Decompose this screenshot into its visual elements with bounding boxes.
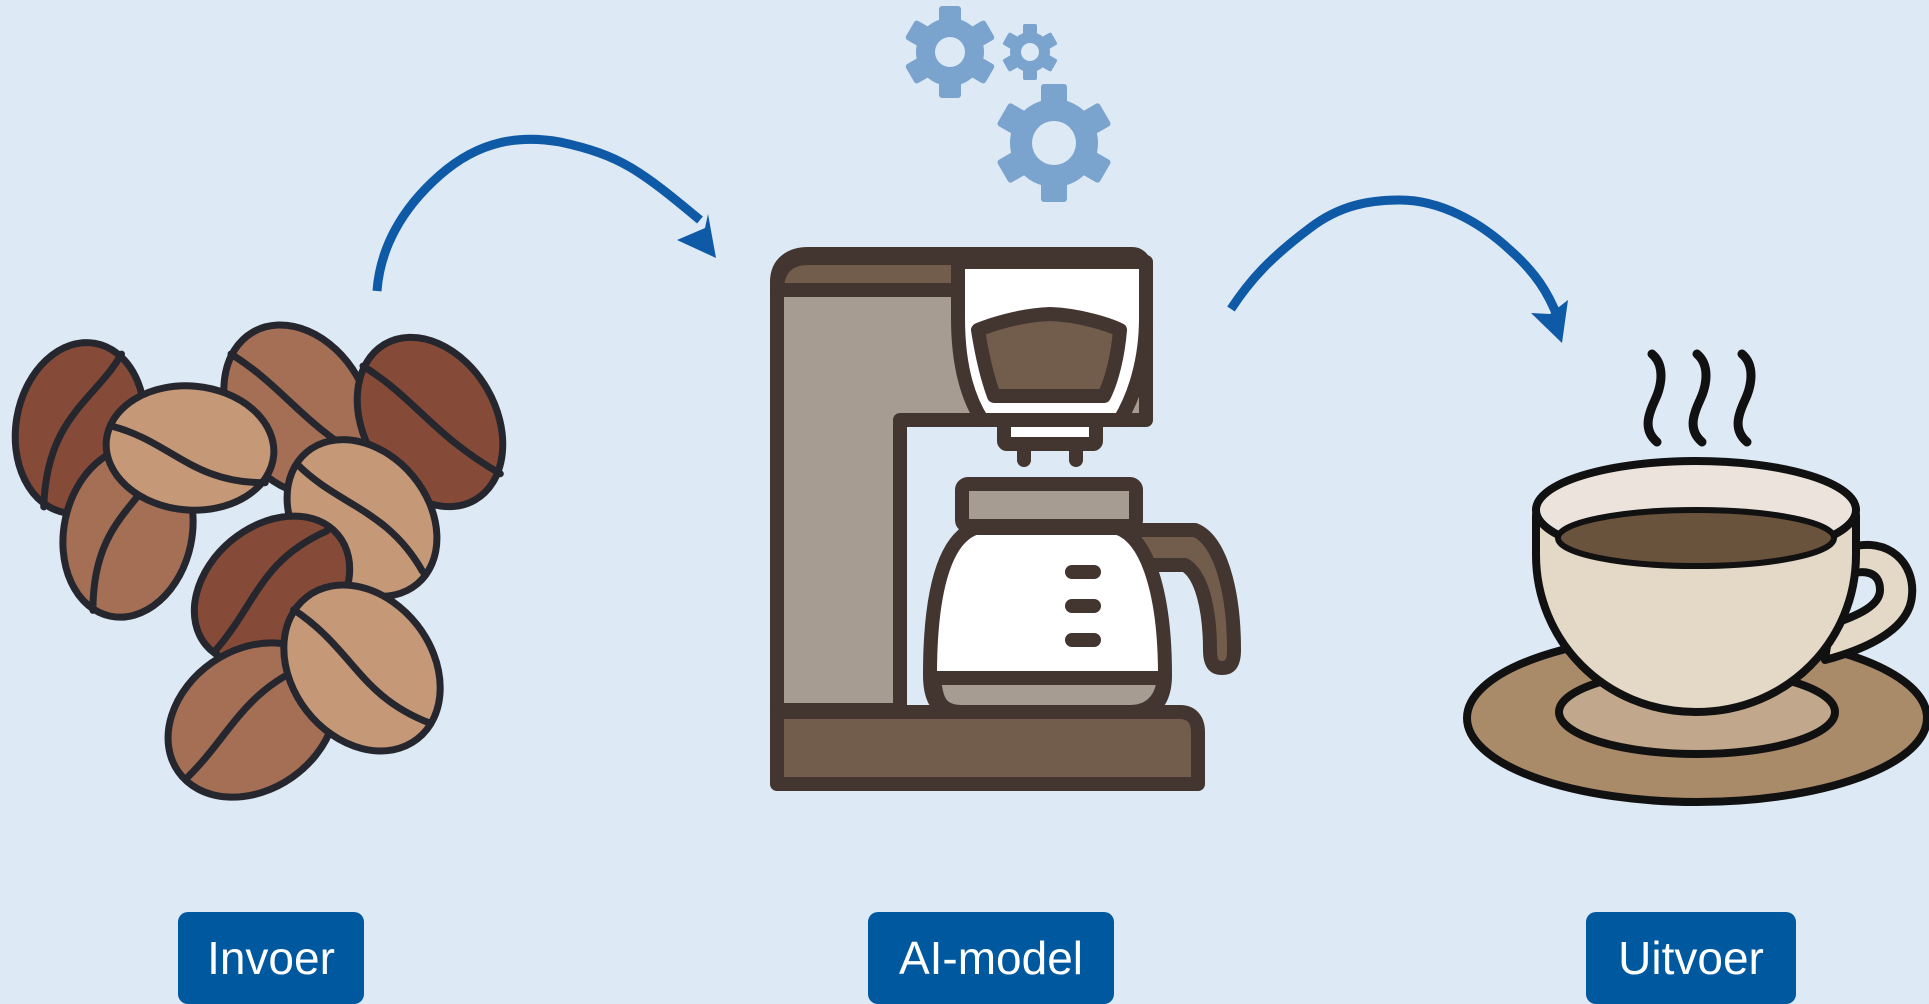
- output-label: Uitvoer: [1586, 912, 1796, 1004]
- input-label: Invoer: [178, 912, 364, 1004]
- coffee-beans-icon: [2, 298, 532, 829]
- arrow-model-to-output: [1231, 200, 1568, 343]
- coffee-cup-icon: [1467, 354, 1927, 802]
- arrow-input-to-model: [377, 139, 716, 291]
- coffee-machine-icon: [777, 254, 1234, 784]
- gears-icon: [905, 6, 1112, 202]
- ai-model-label: AI-model: [868, 912, 1114, 1004]
